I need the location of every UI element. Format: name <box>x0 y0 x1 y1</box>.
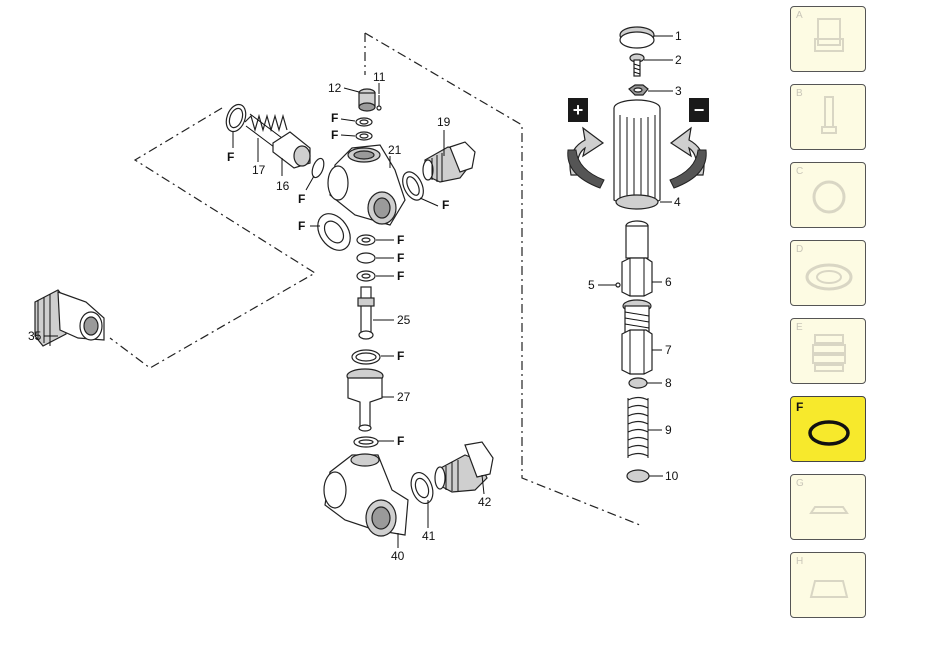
part-16-plug[interactable] <box>272 131 311 169</box>
part-o-ring-25[interactable] <box>351 349 381 365</box>
callout-4: 4 <box>674 195 681 209</box>
callout-labels: 1 2 3 4 5 6 7 8 9 10 11 12 16 17 19 21 2… <box>28 29 682 563</box>
category-tile-a[interactable]: A <box>790 6 866 72</box>
callout-35: 35 <box>28 329 42 343</box>
part-o-ring-left[interactable] <box>223 102 249 134</box>
o-ring-icon <box>808 420 850 446</box>
category-tile-d[interactable]: D <box>790 240 866 306</box>
f-labels: F F F F F F F F F F F <box>227 111 449 448</box>
callout-16: 16 <box>276 179 290 193</box>
increase-symbol: + <box>573 100 584 120</box>
part-o-ring-27[interactable] <box>353 436 379 448</box>
part-9-spring[interactable] <box>627 396 649 459</box>
part-5-pin[interactable] <box>615 282 621 288</box>
callout-41: 41 <box>422 529 436 543</box>
callout-21: 21 <box>388 143 402 157</box>
callout-10: 10 <box>665 469 679 483</box>
part-6-housing[interactable] <box>621 220 653 297</box>
part-8-disc[interactable] <box>628 377 648 389</box>
callout-f: F <box>397 233 404 247</box>
part-small-o-rings[interactable] <box>355 117 373 141</box>
callout-f: F <box>397 434 404 448</box>
callout-f: F <box>331 111 338 125</box>
category-tile-f[interactable]: F <box>790 396 866 462</box>
callout-f: F <box>442 198 449 212</box>
piston-pin-icon <box>821 96 837 134</box>
callout-7: 7 <box>665 343 672 357</box>
callout-f: F <box>298 219 305 233</box>
callout-f: F <box>397 349 404 363</box>
part-washer-19[interactable] <box>399 169 428 204</box>
category-tile-e[interactable]: E <box>790 318 866 384</box>
callout-17: 17 <box>252 163 266 177</box>
part-42-bolt[interactable] <box>434 441 494 493</box>
category-letter: F <box>796 400 804 414</box>
part-o-ring-stack[interactable] <box>356 234 376 282</box>
category-letter: A <box>796 10 803 21</box>
part-2-screw[interactable] <box>629 53 645 77</box>
part-10-disc[interactable] <box>626 469 650 483</box>
callout-11: 11 <box>373 70 386 84</box>
part-40-lower-body[interactable] <box>323 453 409 537</box>
part-41-washer[interactable] <box>407 470 437 507</box>
category-tile-c[interactable]: C <box>790 162 866 228</box>
callout-f: F <box>397 251 404 265</box>
part-21-valve-body[interactable] <box>327 144 406 226</box>
callout-9: 9 <box>665 423 672 437</box>
part-11-pin[interactable] <box>376 95 382 111</box>
increase-badge: + <box>568 98 588 122</box>
gasket-block-icon <box>809 580 849 598</box>
callout-2: 2 <box>675 53 682 67</box>
callout-f: F <box>397 269 404 283</box>
part-7-housing[interactable] <box>621 299 653 375</box>
rotate-arrow-left-icon <box>567 126 605 189</box>
part-1-cap[interactable] <box>619 26 655 49</box>
category-tile-h[interactable]: H <box>790 552 866 618</box>
category-letter: D <box>796 244 804 255</box>
leader-lines <box>44 35 673 548</box>
decrease-symbol: − <box>694 100 705 120</box>
callout-40: 40 <box>391 549 405 563</box>
o-ring-icon <box>812 180 846 214</box>
callout-3: 3 <box>675 84 682 98</box>
part-4-knob[interactable] <box>613 99 661 210</box>
callout-5: 5 <box>588 278 595 292</box>
part-27-seat[interactable] <box>346 368 384 432</box>
callout-f: F <box>227 150 234 164</box>
part-washer-large[interactable] <box>311 208 357 257</box>
rotate-arrow-right-icon <box>669 126 707 189</box>
decrease-badge: − <box>689 98 709 122</box>
category-letter: B <box>796 88 803 99</box>
callout-f: F <box>331 128 338 142</box>
callout-1: 1 <box>675 29 682 43</box>
callout-8: 8 <box>665 376 672 390</box>
category-tile-g[interactable]: G <box>790 474 866 540</box>
part-o-ring-mid[interactable] <box>310 157 326 179</box>
part-35-fitting[interactable] <box>34 289 105 347</box>
valve-body-icon <box>814 18 844 52</box>
category-letter: C <box>796 166 804 177</box>
callout-19: 19 <box>437 115 451 129</box>
part-19-bolt[interactable] <box>422 141 476 183</box>
part-12-cap[interactable] <box>358 88 376 112</box>
part-25-piston[interactable] <box>357 286 375 340</box>
gasket-flat-icon <box>809 506 849 514</box>
callout-42: 42 <box>478 495 492 509</box>
callout-27: 27 <box>397 390 411 404</box>
callout-f: F <box>298 192 305 206</box>
category-letter: E <box>796 322 803 333</box>
seal-ring-icon <box>805 263 853 291</box>
category-letter: G <box>796 478 804 489</box>
callout-6: 6 <box>665 275 672 289</box>
assembly-dash-lines <box>109 32 641 526</box>
packing-stack-icon <box>812 334 846 372</box>
callout-25: 25 <box>397 313 411 327</box>
category-tile-b[interactable]: B <box>790 84 866 150</box>
category-letter: H <box>796 556 804 567</box>
part-3-nut[interactable] <box>628 84 649 96</box>
callout-12: 12 <box>328 81 342 95</box>
part-17-spring[interactable] <box>244 113 288 151</box>
